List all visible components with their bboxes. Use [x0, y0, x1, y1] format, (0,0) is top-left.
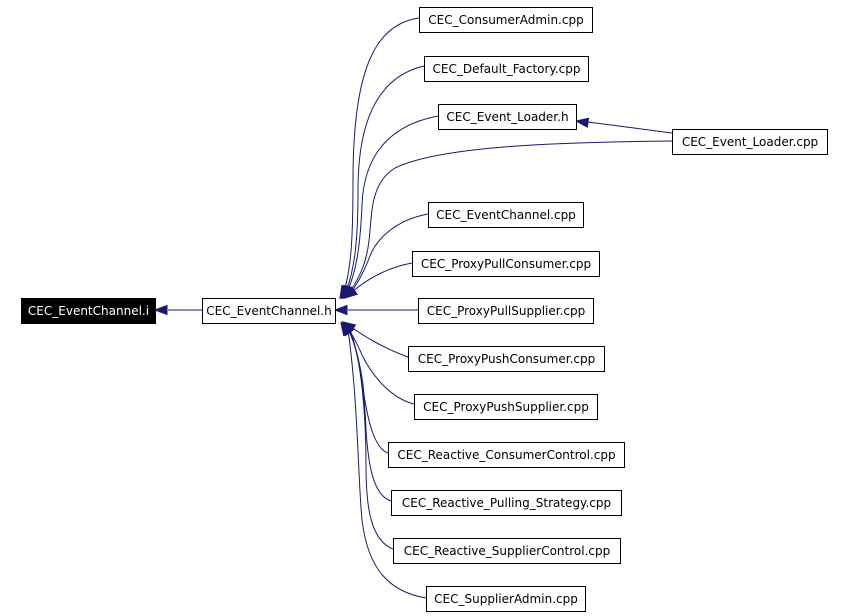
edge-line [346, 115, 439, 293]
node-n3[interactable]: CEC_Event_Loader.h [438, 104, 577, 130]
node-eh[interactable]: CEC_EventChannel.h [202, 298, 336, 324]
edge-line [348, 328, 392, 502]
edge-line [349, 140, 673, 293]
edge-line [349, 325, 409, 358]
edge-eh-to-ei [153, 304, 202, 316]
node-box [418, 298, 594, 324]
edge-line [349, 329, 394, 550]
node-box [408, 346, 605, 372]
edge-n1-to-eh [339, 17, 420, 300]
node-label: CEC_Reactive_SupplierControl.cpp [404, 544, 610, 558]
node-box [672, 129, 828, 155]
node-label: CEC_ProxyPullConsumer.cpp [421, 257, 591, 271]
node-label: CEC_ProxyPushSupplier.cpp [423, 400, 589, 414]
edge-line [343, 17, 420, 293]
node-label: CEC_EventChannel.h [206, 304, 331, 318]
node-box [21, 298, 156, 324]
arrowhead-icon [153, 304, 168, 316]
edge-n13-to-eh [340, 321, 427, 599]
edge-n9-to-eh [342, 320, 415, 405]
edge-n12-to-eh [341, 321, 394, 550]
node-box [391, 490, 622, 516]
node-n8[interactable]: CEC_ProxyPushConsumer.cpp [408, 346, 605, 372]
edge-n6-to-eh [343, 262, 413, 299]
node-n11[interactable]: CEC_Reactive_Pulling_Strategy.cpp [391, 490, 622, 516]
node-box [202, 298, 336, 324]
node-box [438, 104, 577, 130]
node-n4[interactable]: CEC_Event_Loader.cpp [672, 129, 828, 155]
arrowhead-icon [343, 286, 359, 299]
node-n7[interactable]: CEC_ProxyPullSupplier.cpp [418, 298, 594, 324]
node-label: CEC_EventChannel.i [28, 304, 149, 318]
node-label: CEC_Reactive_ConsumerControl.cpp [397, 448, 615, 462]
edge-line [347, 327, 415, 405]
arrowhead-icon [574, 117, 590, 128]
node-n12[interactable]: CEC_Reactive_SupplierControl.cpp [393, 538, 621, 564]
arrowhead-icon [340, 321, 353, 337]
node-n2[interactable]: CEC_Default_Factory.cpp [424, 56, 589, 82]
node-n10[interactable]: CEC_Reactive_ConsumerControl.cpp [388, 442, 625, 468]
edge-n7-to-eh [333, 304, 418, 316]
edge-line [351, 262, 413, 293]
node-label: CEC_SupplierAdmin.cpp [434, 592, 578, 606]
node-box [428, 202, 584, 228]
node-box [419, 7, 593, 33]
edge-n4-to-n3 [574, 117, 673, 134]
node-label: CEC_ProxyPullSupplier.cpp [427, 304, 586, 318]
edges-layer [153, 17, 673, 599]
node-box [414, 394, 598, 420]
node-n6[interactable]: CEC_ProxyPullConsumer.cpp [412, 251, 600, 277]
node-label: CEC_Event_Loader.h [446, 110, 568, 124]
arrowhead-icon [333, 304, 348, 316]
edge-line [345, 65, 425, 293]
node-n13[interactable]: CEC_SupplierAdmin.cpp [426, 586, 586, 612]
node-n1[interactable]: CEC_ConsumerAdmin.cpp [419, 7, 593, 33]
node-label: CEC_Default_Factory.cpp [433, 62, 581, 76]
node-box [388, 442, 625, 468]
edge-line [350, 213, 429, 294]
node-box [393, 538, 621, 564]
node-label: CEC_ConsumerAdmin.cpp [428, 13, 583, 27]
node-n9[interactable]: CEC_ProxyPushSupplier.cpp [414, 394, 598, 420]
node-n5[interactable]: CEC_EventChannel.cpp [428, 202, 584, 228]
node-label: CEC_EventChannel.cpp [436, 208, 576, 222]
edge-line [587, 121, 673, 134]
node-box [412, 251, 600, 277]
node-box [424, 56, 589, 82]
node-label: CEC_Event_Loader.cpp [682, 135, 818, 149]
node-ei: CEC_EventChannel.i [21, 298, 156, 324]
node-label: CEC_Reactive_Pulling_Strategy.cpp [402, 496, 611, 510]
edge-line [347, 329, 427, 599]
node-box [426, 586, 586, 612]
node-label: CEC_ProxyPushConsumer.cpp [418, 352, 595, 366]
